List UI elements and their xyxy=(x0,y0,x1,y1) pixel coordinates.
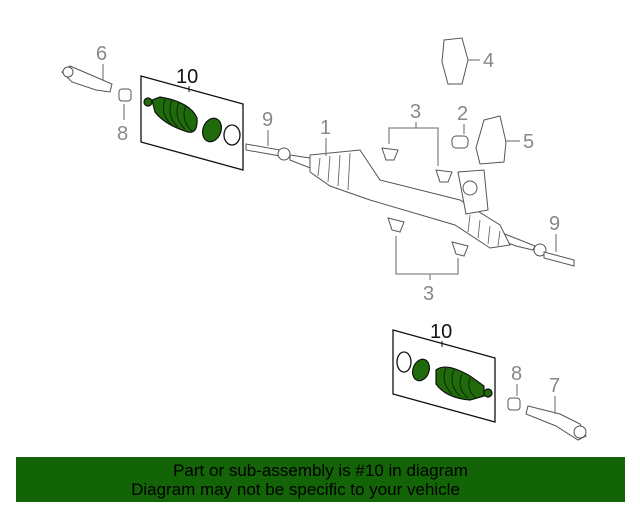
callout-8-bottom: 8 xyxy=(511,363,522,385)
callout-10-bottom: 10 xyxy=(430,321,452,343)
callout-2: 2 xyxy=(457,103,468,125)
part-2-bushing[interactable] xyxy=(451,135,469,149)
part-8-nut[interactable] xyxy=(118,88,132,102)
callout-9-left: 9 xyxy=(262,109,273,131)
callout-8: 8 xyxy=(117,123,128,145)
callout-3-bottom: 3 xyxy=(423,283,434,305)
parts-diagram: 6 8 10 9 1 3 2 4 xyxy=(61,37,587,441)
part-7-tie-rod-end[interactable] xyxy=(525,405,587,441)
part-8-nut-bottom[interactable] xyxy=(507,397,521,411)
callout-4: 4 xyxy=(483,50,494,72)
notice-line-2: Diagram may not be specific to your vehi… xyxy=(131,480,460,499)
callout-3-top: 3 xyxy=(410,101,421,123)
callout-7: 7 xyxy=(549,375,560,397)
callout-9-right: 9 xyxy=(549,213,560,235)
part-10-boot-kit-top[interactable] xyxy=(140,75,244,171)
part-10-boot-kit-bottom[interactable] xyxy=(392,329,496,423)
callout-6: 6 xyxy=(96,43,107,65)
part-5-mount[interactable] xyxy=(475,115,507,165)
part-3-bushing[interactable] xyxy=(381,147,453,183)
part-9-inner-tie-rod-right[interactable] xyxy=(533,243,575,267)
part-9-inner-tie-rod-left[interactable] xyxy=(245,143,291,161)
notice-line-1: Part or sub-assembly is #10 in diagram xyxy=(173,461,468,480)
callout-5: 5 xyxy=(523,131,534,153)
part-4-bracket[interactable] xyxy=(441,37,469,85)
notice-banner: Part or sub-assembly is #10 in diagram D… xyxy=(16,457,625,502)
callout-1: 1 xyxy=(320,117,331,139)
part-1-steering-rack[interactable] xyxy=(289,149,536,251)
callout-10-top: 10 xyxy=(176,66,198,88)
part-6-tie-rod-end[interactable] xyxy=(61,65,113,93)
part-3-bushing-bottom[interactable] xyxy=(387,217,469,257)
